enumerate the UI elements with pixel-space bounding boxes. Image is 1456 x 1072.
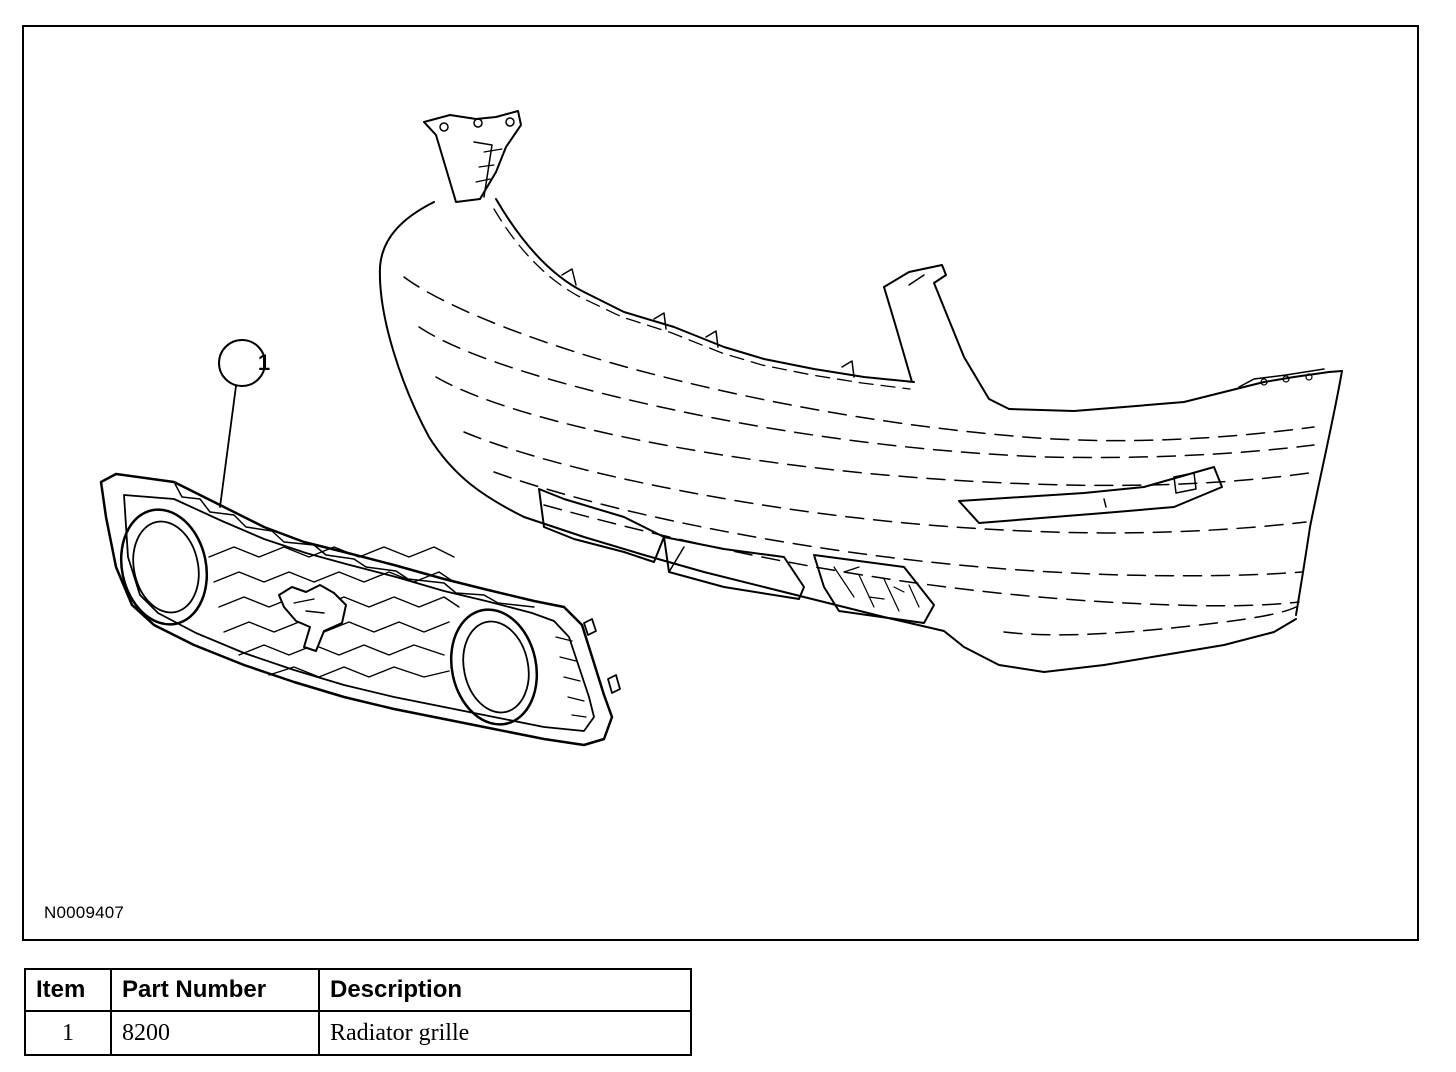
cell-part-number: 8200 [110,1010,320,1056]
figure-frame: 1 N0009407 [22,25,1419,941]
callout-1-number: 1 [257,350,271,375]
figure-id: N0009407 [44,903,125,922]
bumper-cover [378,110,1343,673]
cell-item: 1 [24,1010,112,1056]
exploded-view-illustration [99,110,1343,747]
cell-description: Radiator grille [318,1010,692,1056]
radiator-grille [99,472,621,747]
header-description: Description [318,968,692,1012]
table-row: 1 8200 Radiator grille [24,1010,692,1056]
header-part-number: Part Number [110,968,320,1012]
parts-table: Item Part Number Description 1 8200 Radi… [24,968,692,1056]
callout-1 [218,339,266,508]
header-item: Item [24,968,112,1012]
parts-table-header-row: Item Part Number Description [24,968,692,1012]
